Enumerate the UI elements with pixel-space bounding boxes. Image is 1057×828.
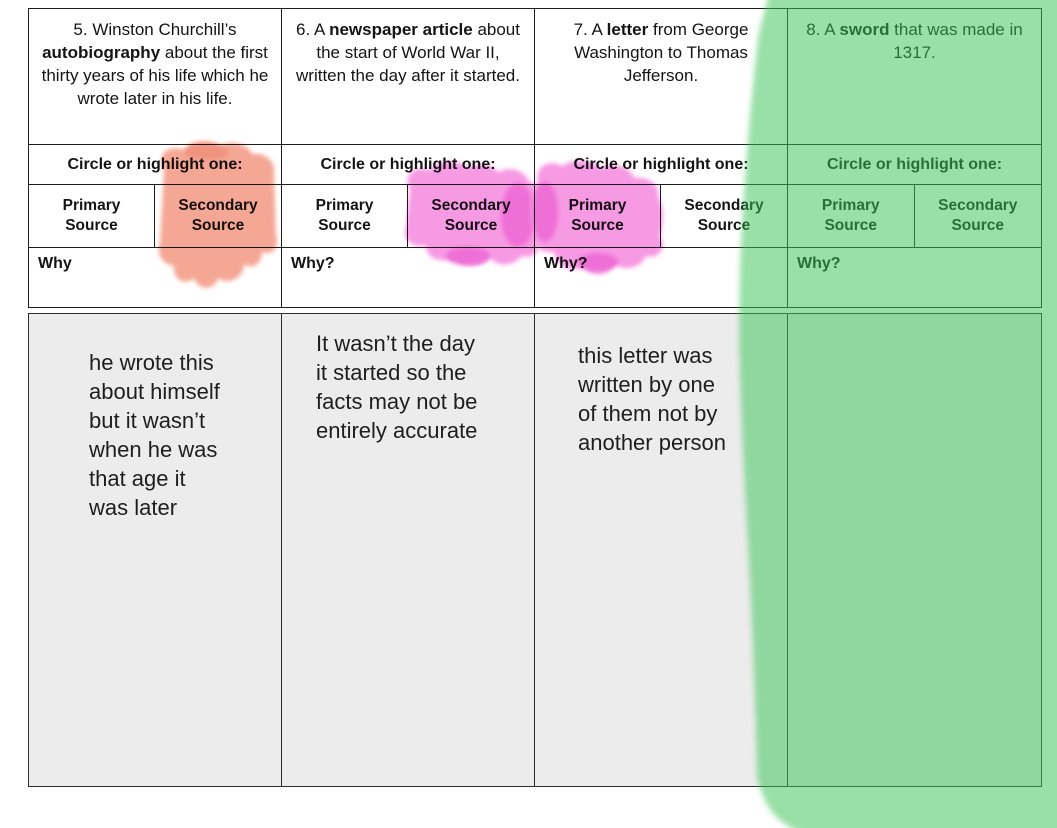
option-primary-7[interactable]: Primary Source	[535, 185, 661, 247]
question-column-5: 5. Winston Churchill’s autobiography abo…	[29, 9, 282, 307]
circle-instruction-5: Circle or highlight one:	[29, 145, 281, 185]
prompt-6-bold: newspaper article	[329, 20, 473, 39]
option-primary-5-label: Primary Source	[62, 197, 121, 234]
prompt-8-bold: sword	[839, 20, 890, 39]
answer-area-7[interactable]: this letter was written by one of them n…	[535, 314, 788, 786]
option-secondary-6[interactable]: Secondary Source	[408, 185, 534, 247]
prompt-7-pre: 7. A	[573, 20, 607, 39]
answer-area-8[interactable]	[788, 314, 1041, 786]
prompt-6: 6. A newspaper article about the start o…	[282, 9, 534, 145]
options-5: Primary Source Secondary Source	[29, 185, 281, 248]
why-label-6: Why?	[291, 255, 335, 272]
prompt-5: 5. Winston Churchill’s autobiography abo…	[29, 9, 281, 145]
options-6: Primary Source Secondary Source	[282, 185, 534, 248]
answer-area-5[interactable]: he wrote this about himself but it wasn’…	[29, 314, 282, 786]
prompt-5-post: about the first thirty years of his life…	[41, 43, 269, 108]
circle-instruction-7: Circle or highlight one:	[535, 145, 787, 185]
option-primary-6-label: Primary Source	[315, 197, 374, 234]
question-table: 5. Winston Churchill’s autobiography abo…	[28, 8, 1042, 308]
option-primary-5[interactable]: Primary Source	[29, 185, 155, 247]
sources-worksheet-table: 5. Winston Churchill’s autobiography abo…	[28, 8, 1042, 787]
options-8: Primary Source Secondary Source	[788, 185, 1041, 248]
option-secondary-7-label: Secondary Source	[684, 197, 764, 234]
option-secondary-7[interactable]: Secondary Source	[661, 185, 787, 247]
option-secondary-5-label: Secondary Source	[178, 197, 258, 234]
why-label-7: Why?	[544, 255, 588, 272]
option-primary-8[interactable]: Primary Source	[788, 185, 915, 247]
prompt-5-pre: 5. Winston Churchill’s	[73, 20, 237, 39]
prompt-7-post: from George Washington to Thomas Jeffers…	[574, 20, 749, 85]
option-secondary-6-label: Secondary Source	[431, 197, 511, 234]
why-label-8: Why?	[797, 255, 841, 272]
option-secondary-5[interactable]: Secondary Source	[155, 185, 281, 247]
why-label-5: Why	[38, 255, 72, 272]
question-column-8: 8. A sword that was made in 1317. Circle…	[788, 9, 1041, 307]
prompt-7-bold: letter	[606, 20, 649, 39]
prompt-8-pre: 8. A	[806, 20, 840, 39]
options-7: Primary Source Secondary Source	[535, 185, 787, 248]
option-secondary-8-label: Secondary Source	[938, 197, 1018, 234]
prompt-8-post: that was made in 1317.	[889, 20, 1023, 62]
answer-row: he wrote this about himself but it wasn’…	[28, 313, 1042, 787]
option-primary-8-label: Primary Source	[821, 197, 880, 234]
prompt-8: 8. A sword that was made in 1317.	[788, 9, 1041, 145]
prompt-6-post: about the start of World War II, written…	[296, 20, 520, 85]
question-column-6: 6. A newspaper article about the start o…	[282, 9, 535, 307]
circle-instruction-8: Circle or highlight one:	[788, 145, 1041, 185]
question-column-7: 7. A letter from George Washington to Th…	[535, 9, 788, 307]
option-primary-6[interactable]: Primary Source	[282, 185, 408, 247]
prompt-5-bold: autobiography	[42, 43, 161, 62]
circle-instruction-6: Circle or highlight one:	[282, 145, 534, 185]
prompt-7: 7. A letter from George Washington to Th…	[535, 9, 787, 145]
prompt-6-pre: 6. A	[296, 20, 330, 39]
option-primary-7-label: Primary Source	[568, 197, 627, 234]
option-secondary-8[interactable]: Secondary Source	[915, 185, 1042, 247]
answer-area-6[interactable]: It wasn’t the day it started so the fact…	[282, 314, 535, 786]
